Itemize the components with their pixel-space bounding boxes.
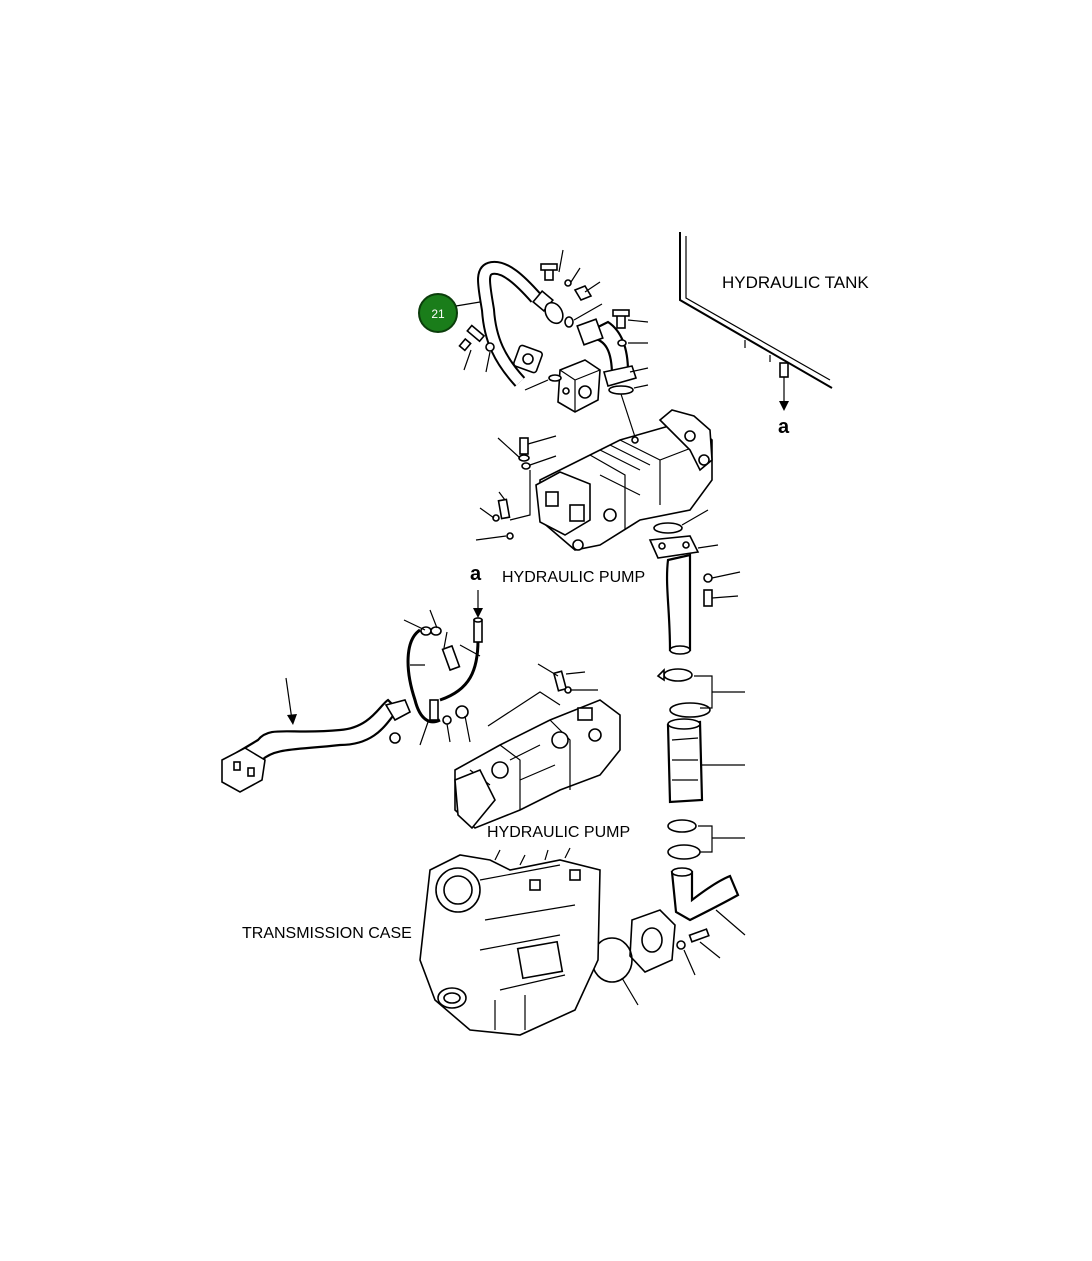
suction-pipe <box>648 509 741 655</box>
reference-a-tank: a <box>778 416 790 438</box>
callout-number: 21 <box>431 307 445 321</box>
hose-clamps-upper <box>656 668 745 718</box>
pilot-hose <box>403 590 483 746</box>
hydraulic-pump-upper-label: HYDRAULIC PUMP <box>502 569 645 586</box>
hydraulic-tank-label: HYDRAULIC TANK <box>722 273 869 292</box>
hydraulic-tank <box>679 232 833 411</box>
rubber-hose <box>666 718 745 804</box>
hydraulic-pump-upper[interactable] <box>535 409 713 551</box>
reference-a-hose: a <box>470 563 482 585</box>
hydraulic-pump-lower[interactable] <box>454 699 621 830</box>
steel-pipe <box>221 677 412 793</box>
transmission-case[interactable] <box>419 847 601 1036</box>
hose-fittings <box>458 249 603 373</box>
callout-21[interactable]: 21 <box>418 293 481 333</box>
transmission-case-label: TRANSMISSION CASE <box>242 925 412 942</box>
elbow-tube-lower <box>629 867 746 976</box>
elbow-pipe <box>576 309 649 441</box>
pump-fittings <box>475 435 557 541</box>
valve-block <box>524 359 601 413</box>
hydraulic-pump-lower-label: HYDRAULIC PUMP <box>487 824 630 841</box>
hose-assembly-21[interactable] <box>477 260 566 387</box>
lower-pump-fittings <box>487 663 598 727</box>
callout-badge[interactable] <box>418 293 458 333</box>
hose-clamps-lower <box>667 819 745 860</box>
